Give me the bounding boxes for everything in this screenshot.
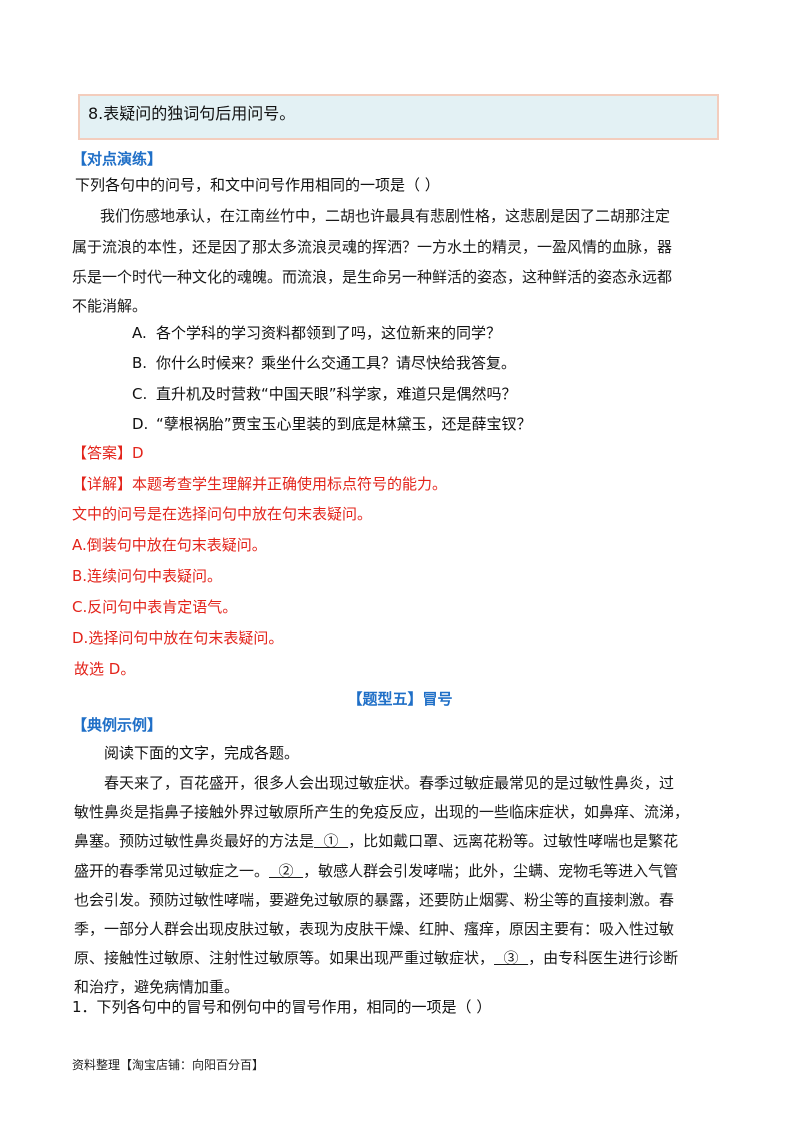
rule-text: 8.表疑问的独词句后用问号。 bbox=[88, 104, 296, 123]
example-heading: 【典例示例】 bbox=[72, 716, 163, 734]
analysis-line: 文中的问号是在选择问句中放在句末表疑问。 bbox=[72, 505, 373, 523]
option-item: D. “孽根祸胎”贾宝玉心里装的到底是林黛玉，还是薛宝钗？ bbox=[132, 413, 532, 434]
passage-text: ，敏感人群会引发哮喘；此外，尘螨、宠物毛等进入气管 bbox=[303, 862, 679, 880]
practice-passage-line: 不能消解。 bbox=[72, 297, 148, 315]
analysis-line: A.倒装句中放在句末表疑问。 bbox=[72, 536, 267, 554]
option-text: 各个学科的学习资料都领到了吗，这位新来的同学？ bbox=[156, 324, 502, 342]
option-text: 你什么时候来？乘坐什么交通工具？请尽快给我答复。 bbox=[156, 354, 517, 372]
footer-text: 资料整理【淘宝店铺：向阳百分百】 bbox=[72, 1058, 265, 1072]
passage-text: 季，一部分人群会出现皮肤过敏，表现为皮肤干燥、红肿、瘙痒，原因主要有：吸入性过敏 bbox=[74, 920, 675, 938]
option-letter: C. bbox=[132, 385, 148, 403]
analysis-line: B.连续问句中表疑问。 bbox=[72, 567, 223, 585]
passage-text: 和治疗，避免病情加重。 bbox=[74, 978, 240, 996]
option-item: A. 各个学科的学习资料都领到了吗，这位新来的同学？ bbox=[132, 322, 501, 343]
analysis-line: C.反问句中表肯定语气。 bbox=[72, 598, 238, 616]
practice-heading: 【对点演练】 bbox=[72, 150, 163, 168]
section-passage-line: 也会引发。预防过敏性哮喘，要避免过敏原的暴露，还要防止烟雾、粉尘等的直接刺激。春 bbox=[74, 889, 674, 910]
passage-text: 原、接触性过敏原、注射性过敏原等。如果出现严重过敏症状， bbox=[74, 949, 495, 967]
passage-text: 敏性鼻炎是指鼻子接触外界过敏原所产生的免疫反应，出现的一些临床症状，如鼻痒、流涕… bbox=[74, 803, 690, 821]
passage-text: 也会引发。预防过敏性哮喘，要避免过敏原的暴露，还要防止烟雾、粉尘等的直接刺激。春 bbox=[74, 891, 675, 909]
blank-marker: ② bbox=[269, 862, 304, 880]
section-passage-line: 鼻塞。预防过敏性鼻炎最好的方法是 ① ，比如戴口罩、远离花粉等。过敏性哮喘也是繁… bbox=[74, 830, 678, 851]
section-title: 【题型五】冒号 bbox=[347, 690, 453, 708]
option-item: B. 你什么时候来？乘坐什么交通工具？请尽快给我答复。 bbox=[132, 352, 516, 373]
passage-text: 春天来了，百花盛开，很多人会出现过敏症状。春季过敏症最常见的是过敏性鼻炎，过 bbox=[104, 774, 675, 792]
section-passage-line: 季，一部分人群会出现皮肤过敏，表现为皮肤干燥、红肿、瘙痒，原因主要有：吸入性过敏 bbox=[74, 918, 674, 939]
option-letter: A. bbox=[132, 324, 147, 342]
section-passage-line: 春天来了，百花盛开，很多人会出现过敏症状。春季过敏症最常见的是过敏性鼻炎，过 bbox=[104, 772, 674, 793]
passage-text: 盛开的春季常见过敏症之一。 bbox=[74, 862, 270, 880]
section-passage-line: 盛开的春季常见过敏症之一。 ② ，敏感人群会引发哮喘；此外，尘螨、宠物毛等进入气… bbox=[74, 860, 678, 881]
analysis-line: 【详解】本题考查学生理解并正确使用标点符号的能力。 bbox=[72, 475, 448, 493]
option-item: C. 直升机及时营救“中国天眼”科学家，难道只是偶然吗？ bbox=[132, 383, 517, 404]
option-text: 直升机及时营救“中国天眼”科学家，难道只是偶然吗？ bbox=[156, 385, 517, 403]
option-text: “孽根祸胎”贾宝玉心里装的到底是林黛玉，还是薛宝钗？ bbox=[156, 415, 532, 433]
passage-text: 鼻塞。预防过敏性鼻炎最好的方法是 bbox=[74, 832, 315, 850]
example-instruction: 阅读下面的文字，完成各题。 bbox=[104, 744, 300, 762]
option-letter: B. bbox=[132, 354, 148, 372]
section-passage-line: 敏性鼻炎是指鼻子接触外界过敏原所产生的免疫反应，出现的一些临床症状，如鼻痒、流涕… bbox=[74, 801, 689, 822]
rule-box bbox=[78, 94, 719, 140]
question-1: 1．下列各句中的冒号和例句中的冒号作用，相同的一项是（ ） bbox=[72, 998, 492, 1016]
blank-marker: ① bbox=[314, 832, 349, 850]
practice-passage-line: 属于流浪的本性，还是因了那太多流浪灵魂的挥洒？一方水土的精灵，一盈风情的血脉，器 bbox=[72, 238, 673, 256]
section-passage-line: 和治疗，避免病情加重。 bbox=[74, 976, 239, 997]
passage-text: ，比如戴口罩、远离花粉等。过敏性哮喘也是繁花 bbox=[348, 832, 679, 850]
passage-text: ，由专科医生进行诊断 bbox=[528, 949, 679, 967]
option-letter: D. bbox=[132, 415, 149, 433]
analysis-line: 故选 D。 bbox=[74, 660, 136, 678]
blank-marker: ③ bbox=[494, 949, 529, 967]
practice-passage-line: 乐是一个时代一种文化的魂魄。而流浪，是生命另一种鲜活的姿态，这种鲜活的姿态永远都 bbox=[72, 268, 673, 286]
section-passage-line: 原、接触性过敏原、注射性过敏原等。如果出现严重过敏症状， ③ ，由专科医生进行诊… bbox=[74, 947, 678, 968]
practice-passage-line: 我们伤感地承认，在江南丝竹中，二胡也许最具有悲剧性格，这悲剧是因了二胡那注定 bbox=[100, 207, 671, 225]
answer-label: 【答案】D bbox=[72, 444, 144, 462]
practice-question: 下列各句中的问号，和文中问号作用相同的一项是（ ） bbox=[75, 176, 440, 194]
analysis-line: D.选择问句中放在句末表疑问。 bbox=[72, 629, 284, 647]
